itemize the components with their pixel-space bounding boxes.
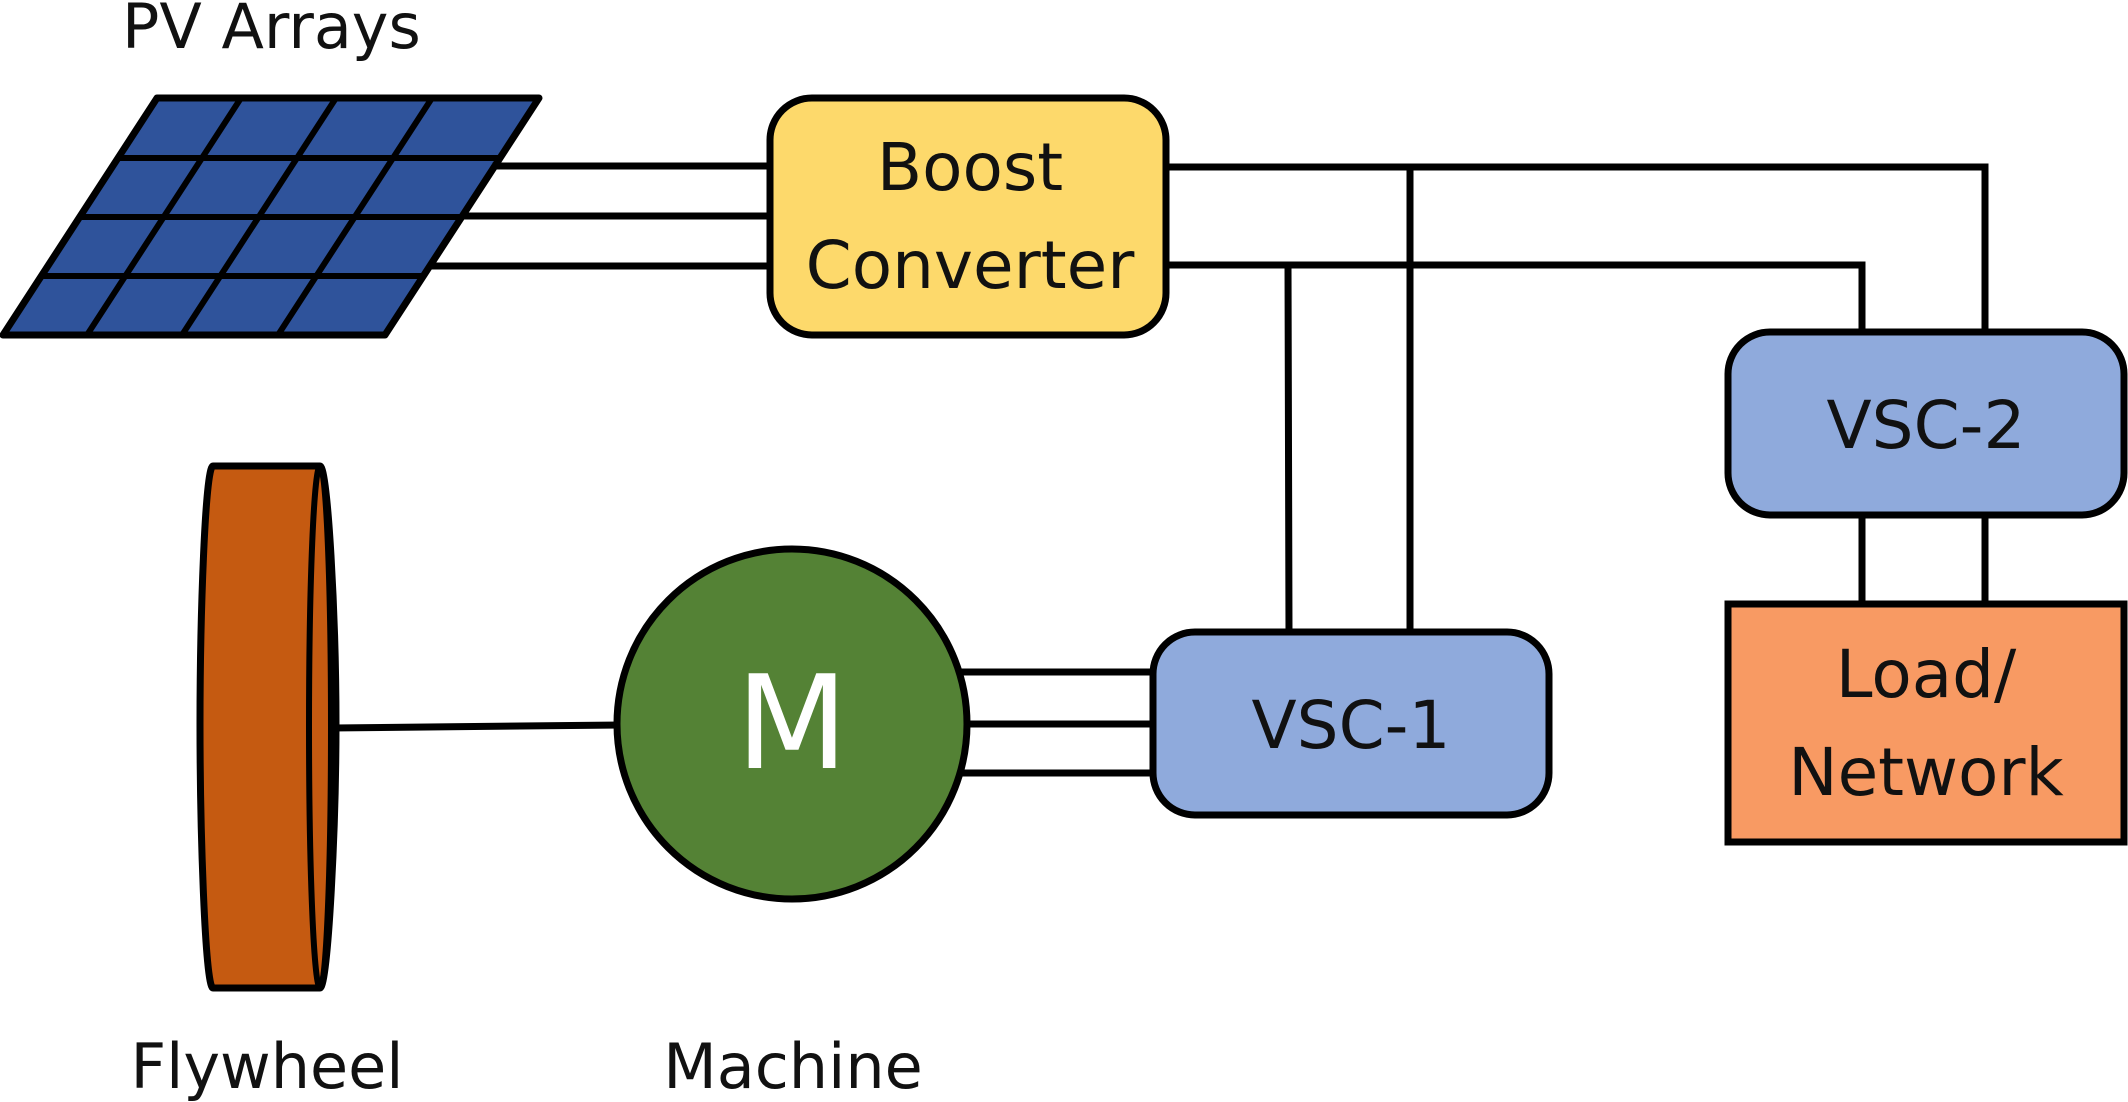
pv-arrays-label: PV Arrays [122,0,421,63]
boost-converter: Boost Converter [766,94,1170,339]
vsc2-box: VSC-2 [1724,328,2128,519]
vsc2-load-wires [1858,511,1989,608]
machine-label: Machine [663,1030,923,1102]
machine-vsc1-wires [951,668,1157,777]
vsc2-label: VSC-2 [1827,387,2026,464]
vsc1-box: VSC-1 [1149,628,1553,819]
flywheel-shaft [330,721,622,732]
vsc1-label: VSC-1 [1252,687,1451,764]
flywheel [196,462,340,992]
pv-array [0,94,543,339]
boost-converter-label-line2: Converter [806,227,1136,304]
load-network-label-line1: Load/ [1836,636,2017,713]
load-network-box: Load/ Network [1724,600,2128,846]
load-network-label-line2: Network [1788,734,2064,811]
machine-symbol: M [736,647,848,799]
flywheel-label: Flywheel [130,1030,403,1102]
machine: M [613,545,971,903]
dc-bus-wires [1162,163,1989,636]
pv-boost-wires [430,162,774,270]
boost-converter-label-line1: Boost [877,129,1063,206]
